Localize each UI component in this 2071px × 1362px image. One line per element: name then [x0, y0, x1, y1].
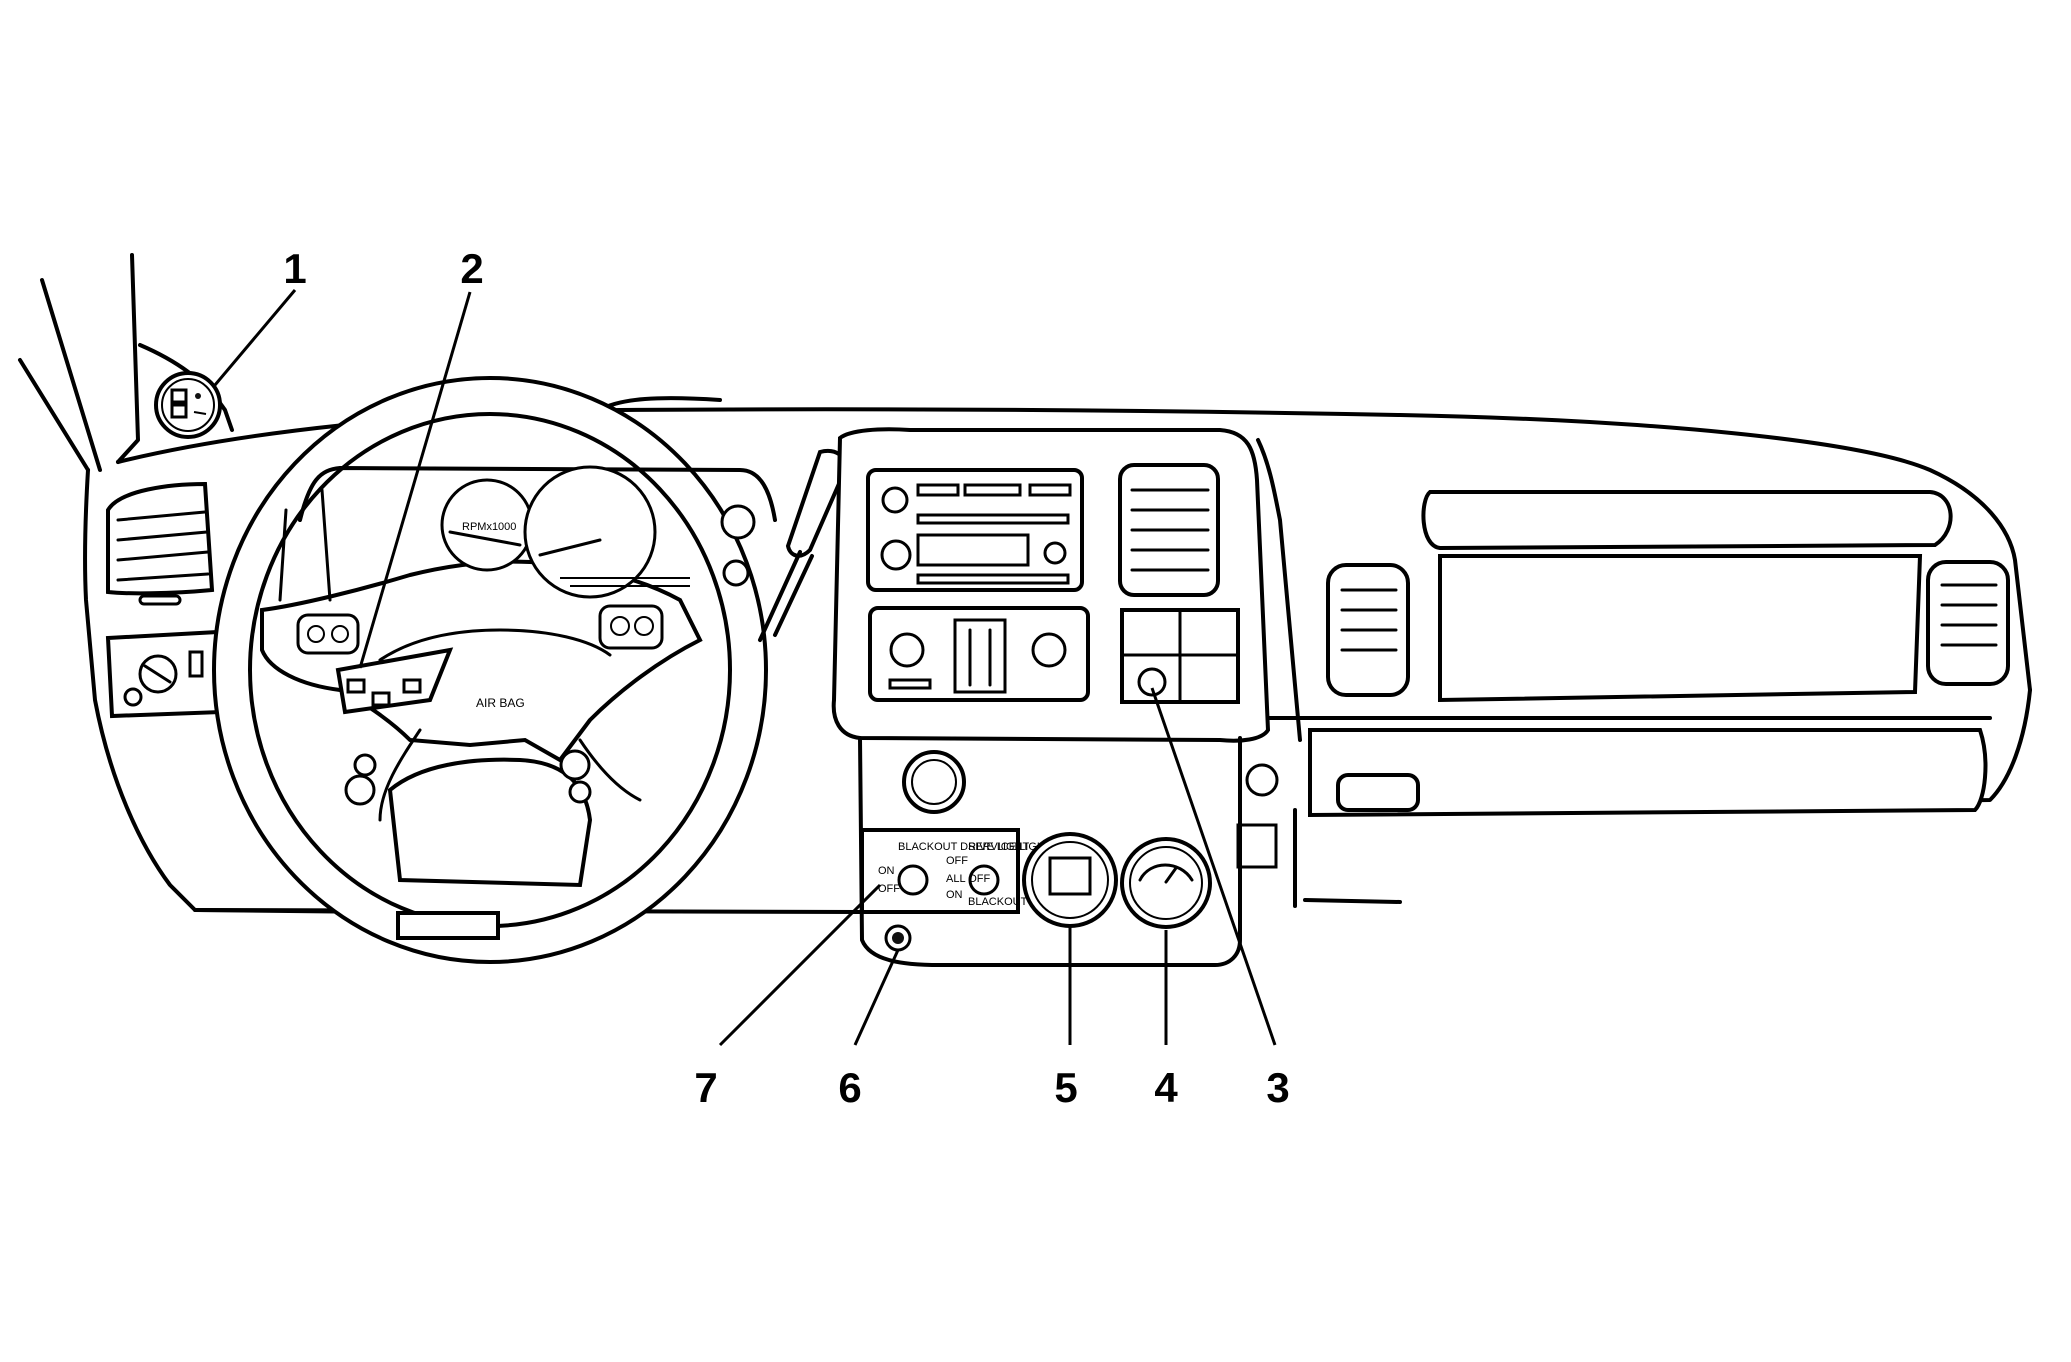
callout-5: 5: [1054, 1064, 1077, 1111]
pillar-gauge: [154, 371, 222, 439]
callout-6: 6: [838, 1064, 861, 1111]
blackout-drive-light-label: BLACKOUT DRIVE LIGHT: [898, 841, 1029, 853]
callout-3: 3: [1266, 1064, 1289, 1111]
a-pillar: [18, 253, 234, 472]
callout-labels: 1 2 3 4 5 6 7: [283, 245, 1289, 1111]
callout-4: 4: [1154, 1064, 1178, 1111]
climate-control: [868, 606, 1090, 702]
switch-block: [1120, 608, 1240, 704]
tach-label: RPMx1000: [462, 521, 516, 533]
dash-outline: [82, 396, 2032, 916]
steering-wheel: AIR BAG: [212, 376, 768, 964]
callout-1: 1: [283, 245, 306, 292]
center-vent: [1118, 463, 1220, 597]
on-right-label: ON: [946, 889, 963, 901]
lower-center-panel: BLACKOUT DRIVE LIGHT SERVICE LIGHTS ON O…: [858, 736, 1242, 967]
left-vent: [106, 481, 215, 606]
off-left-label: OFF: [878, 883, 900, 895]
off-right-label: OFF: [946, 855, 968, 867]
blackout-label: BLACKOUT: [968, 896, 1028, 908]
all-off-label: ALL OFF: [946, 873, 990, 885]
radio: [866, 468, 1084, 592]
right-dash: [1236, 438, 2010, 869]
shift-lever: [758, 449, 848, 642]
callout-2: 2: [460, 245, 483, 292]
headlight-switch-panel: [105, 629, 225, 719]
on-left-label: ON: [878, 865, 895, 877]
callout-leaders: [213, 289, 1277, 1047]
airbag-label: AIR BAG: [476, 696, 525, 710]
callout-7: 7: [694, 1064, 717, 1111]
instrument-cluster: RPMx1000: [278, 465, 777, 602]
